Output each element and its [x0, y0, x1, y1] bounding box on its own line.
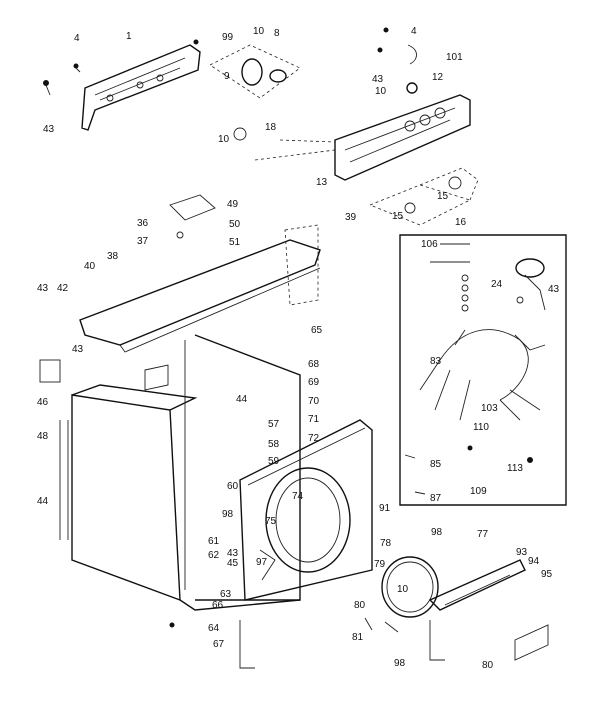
label-1: 1 [126, 31, 132, 42]
label-50: 50 [229, 219, 241, 230]
door-seal [381, 556, 439, 618]
label-97: 97 [256, 557, 268, 568]
label-81: 81 [352, 632, 364, 643]
label-94: 94 [528, 556, 540, 567]
label-36: 36 [137, 218, 149, 229]
label-18: 18 [265, 122, 277, 133]
label-57: 57 [268, 419, 280, 430]
toe-plate [428, 559, 549, 661]
label-62: 62 [208, 550, 220, 561]
front-panel [239, 419, 373, 601]
control-panel [254, 27, 471, 181]
label-110: 110 [473, 422, 489, 433]
label-46: 46 [37, 397, 49, 408]
label-48: 48 [37, 431, 49, 442]
label-58: 58 [268, 439, 280, 450]
label-9: 9 [224, 71, 230, 82]
label-12: 12 [432, 72, 444, 83]
timer-assembly [209, 44, 301, 141]
label-44: 44 [37, 496, 49, 507]
label-70: 70 [308, 396, 320, 407]
label-43d: 43 [72, 344, 84, 355]
label-103: 103 [481, 403, 498, 414]
label-40: 40 [84, 261, 96, 272]
label-98: 98 [222, 509, 234, 520]
label-87: 87 [430, 493, 442, 504]
label-60: 60 [227, 481, 239, 492]
label-45: 45 [227, 558, 239, 569]
label-13: 13 [316, 177, 328, 188]
label-98c: 98 [394, 658, 406, 669]
label-49: 49 [227, 199, 239, 210]
label-93: 93 [516, 547, 528, 558]
label-63: 63 [220, 589, 232, 600]
label-39: 39 [345, 212, 357, 223]
label-61: 61 [208, 536, 220, 547]
label-42: 42 [57, 283, 69, 294]
label-4: 4 [74, 33, 80, 44]
label-106: 106 [421, 239, 438, 250]
label-43: 43 [43, 124, 55, 135]
label-10: 10 [253, 26, 265, 37]
top-panel [79, 194, 321, 353]
inset-box [399, 234, 567, 506]
label-43b: 43 [372, 74, 384, 85]
label-44b: 44 [236, 394, 248, 405]
label-98b: 98 [431, 527, 443, 538]
label-68: 68 [308, 359, 320, 370]
label-99: 99 [222, 32, 234, 43]
label-80: 80 [354, 600, 366, 611]
label-8: 8 [274, 28, 280, 39]
label-80b: 80 [482, 660, 494, 671]
label-72: 72 [308, 433, 320, 444]
label-38: 38 [107, 251, 119, 262]
cabinet [39, 334, 301, 611]
label-85: 85 [430, 459, 442, 470]
label-65: 65 [311, 325, 323, 336]
label-24: 24 [491, 279, 503, 290]
label-95: 95 [541, 569, 553, 580]
label-113: 113 [507, 463, 523, 474]
label-16: 16 [455, 217, 467, 228]
label-15b: 15 [437, 191, 449, 202]
label-79: 79 [374, 559, 386, 570]
label-77: 77 [477, 529, 489, 540]
label-67: 67 [213, 639, 225, 650]
label-43e: 43 [227, 548, 239, 559]
label-10c: 10 [375, 86, 387, 97]
label-43c: 43 [37, 283, 49, 294]
label-69: 69 [308, 377, 320, 388]
label-74: 74 [292, 491, 304, 502]
label-43f: 43 [548, 284, 560, 295]
label-51: 51 [229, 237, 241, 248]
label-78: 78 [380, 538, 392, 549]
label-59: 59 [268, 456, 280, 467]
label-4b: 4 [411, 26, 417, 37]
label-10d: 10 [397, 584, 409, 595]
label-10b: 10 [218, 134, 230, 145]
console-bracket [43, 39, 201, 131]
label-91: 91 [379, 503, 391, 514]
label-15: 15 [392, 211, 404, 222]
label-101: 101 [446, 52, 463, 63]
label-71: 71 [308, 414, 320, 425]
switch-plates [368, 167, 479, 226]
label-37: 37 [137, 236, 149, 247]
lower-parts [169, 617, 399, 669]
label-75: 75 [265, 516, 277, 527]
label-109: 109 [470, 486, 487, 497]
label-66: 66 [212, 600, 224, 611]
label-83: 83 [430, 356, 442, 367]
label-64: 64 [208, 623, 220, 634]
